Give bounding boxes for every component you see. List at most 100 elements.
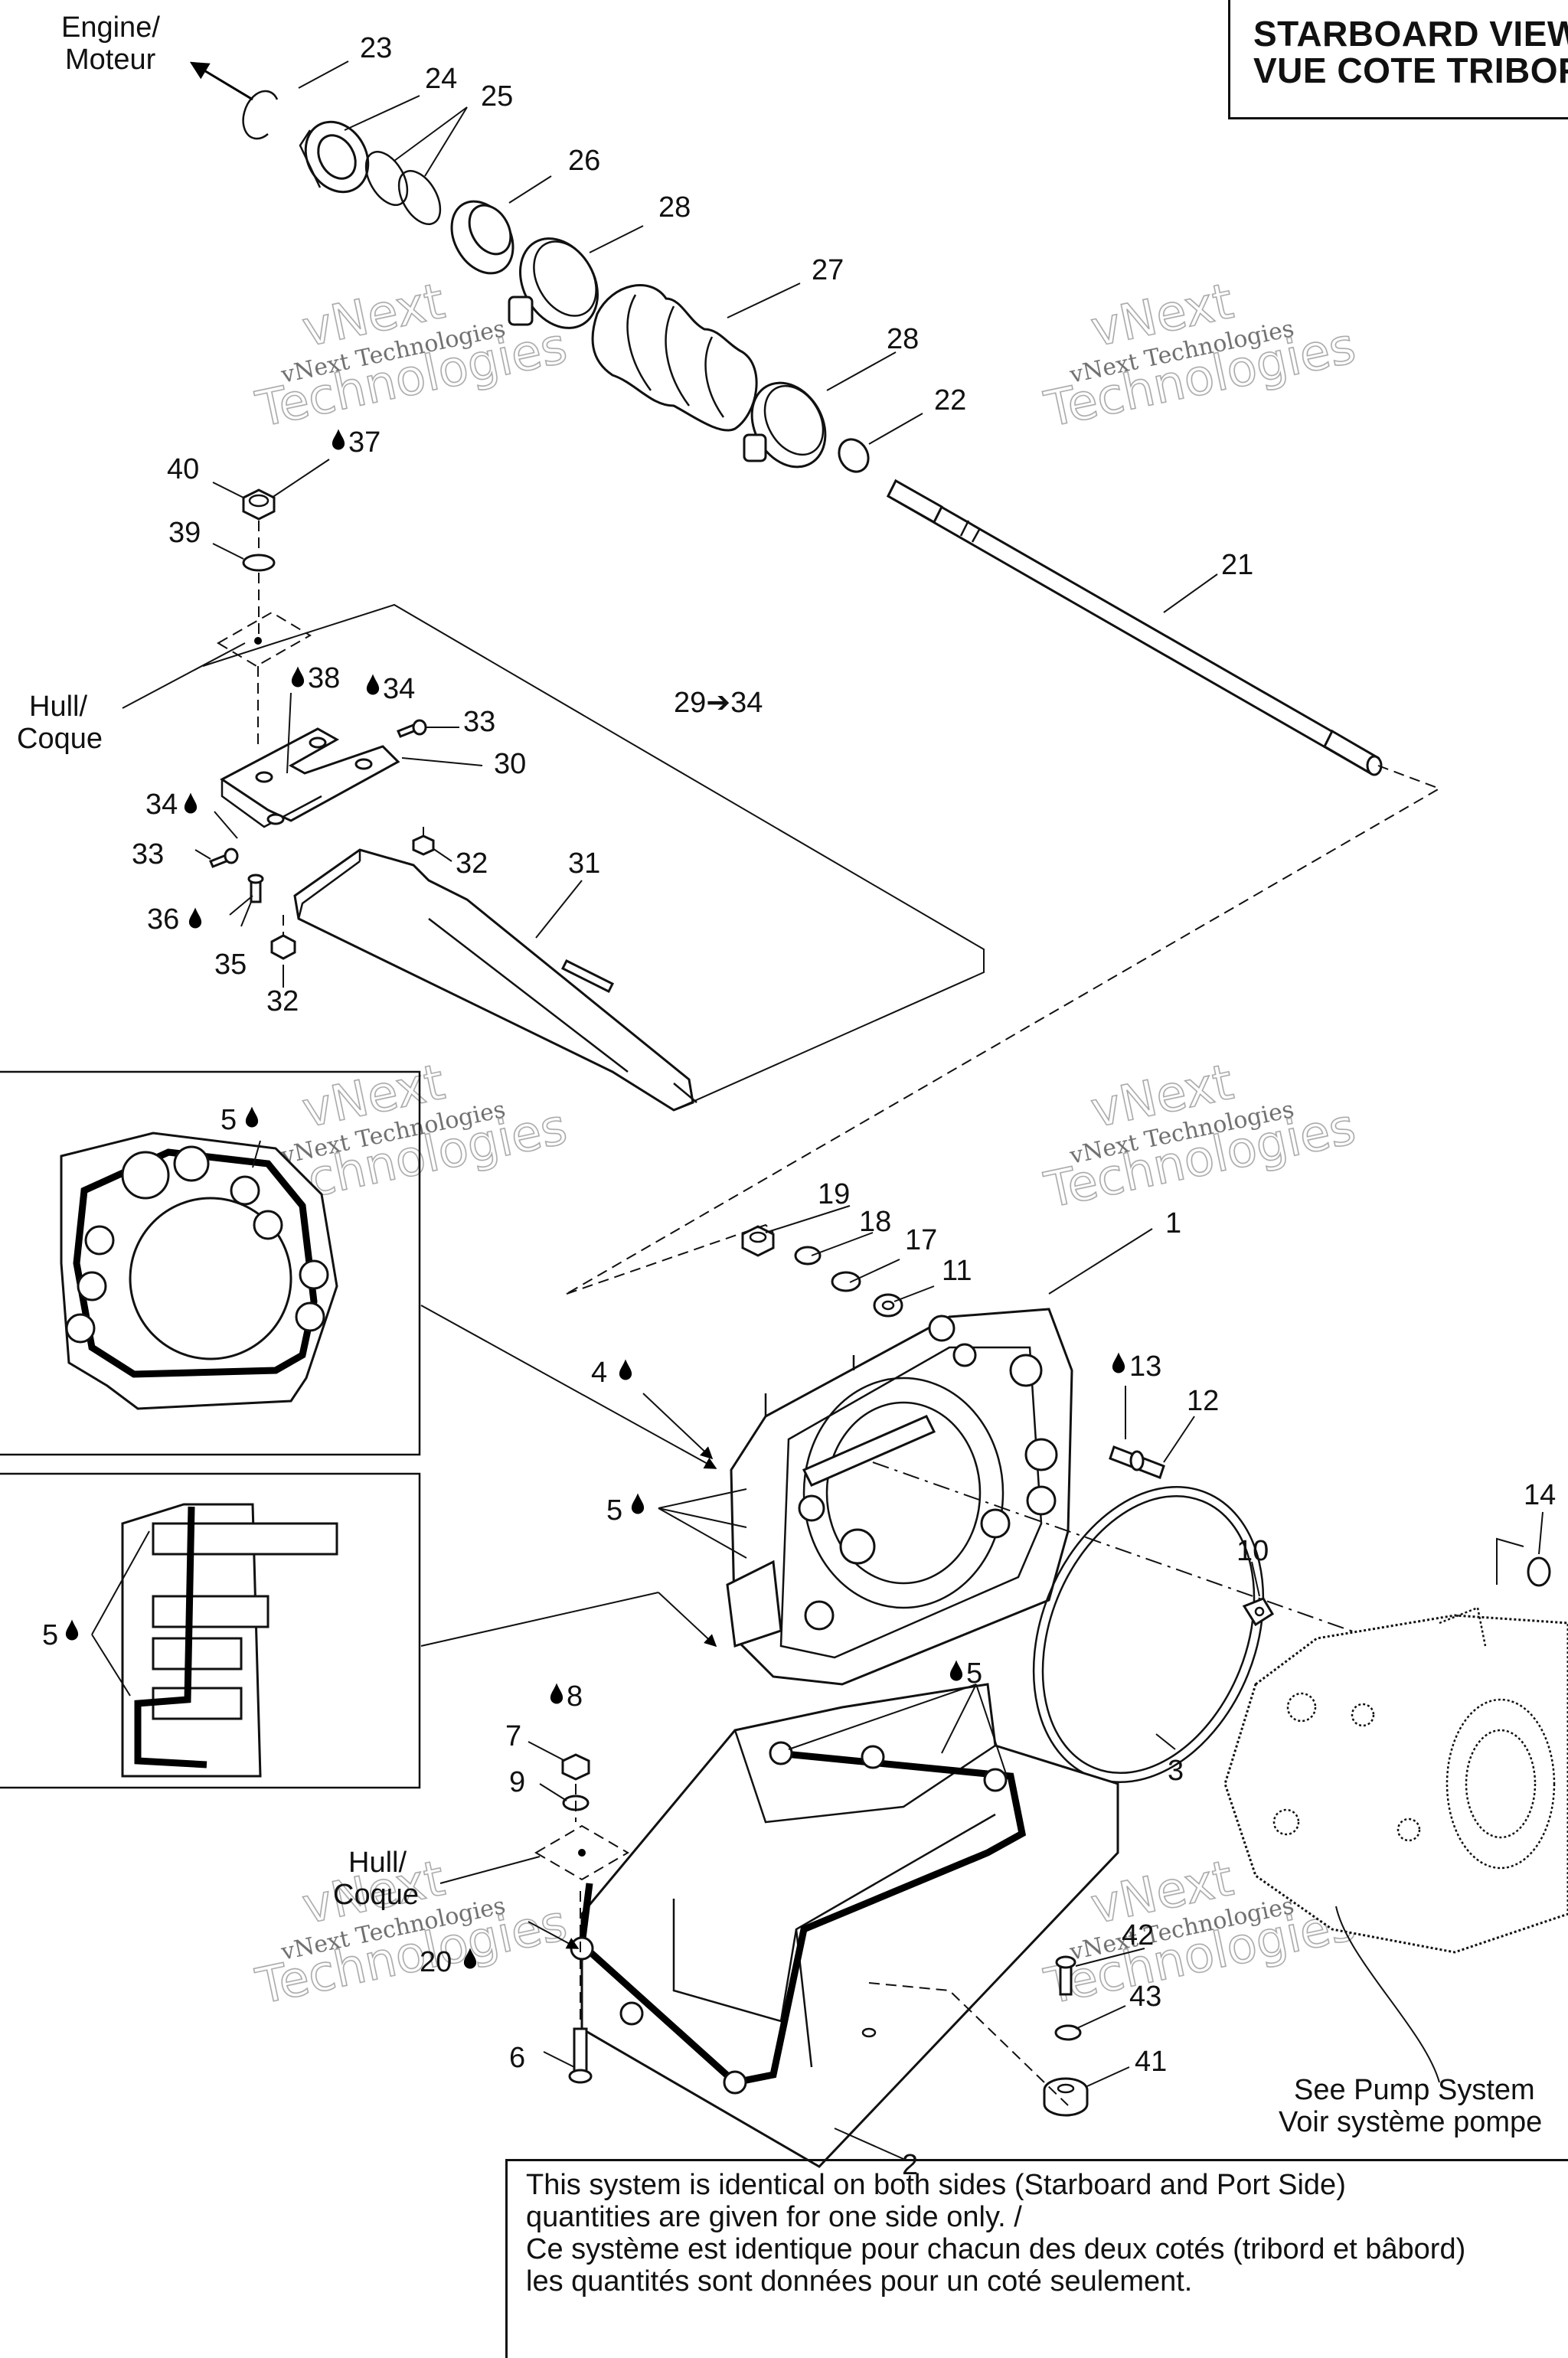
circlip-23	[242, 90, 279, 140]
kit-outline-29-34	[202, 603, 985, 1111]
callout-38: 38	[308, 662, 340, 694]
lubricant-drop-icon	[65, 1619, 79, 1641]
callout-29-34: 29➔34	[674, 687, 763, 719]
callout-43: 43	[1129, 1981, 1161, 2013]
lubricant-drop-icon	[550, 1683, 564, 1704]
lubricant-drop-icon	[332, 429, 345, 450]
view-title: STARBOARD VIEW	[1253, 14, 1568, 54]
callout-41: 41	[1135, 2046, 1167, 2078]
callout-6: 6	[509, 2042, 525, 2074]
callout-24: 24	[425, 63, 457, 95]
hull-label-upper-fr: Coque	[17, 723, 103, 755]
lubricant-drop-icon	[184, 792, 198, 814]
bracket-30	[220, 727, 400, 828]
callout-23: 23	[360, 32, 392, 64]
callout-36: 36	[147, 903, 179, 936]
callout-14: 14	[1524, 1479, 1556, 1511]
lubricant-drop-icon	[1112, 1352, 1125, 1373]
washer-43	[1054, 2024, 1082, 2041]
callout-17: 17	[905, 1224, 937, 1256]
callout-10: 10	[1236, 1535, 1269, 1567]
callout-25: 25	[481, 80, 513, 113]
callout-33b: 33	[132, 838, 164, 870]
nut-32b	[270, 934, 296, 960]
inset-mid-left	[0, 1472, 717, 1789]
callout-34b: 34	[145, 789, 178, 821]
callout-5d: 5	[966, 1657, 982, 1690]
callout-27: 27	[812, 254, 844, 286]
callout-12: 12	[1187, 1385, 1219, 1417]
lock-washer-11	[873, 1293, 903, 1318]
hose-clamp-28b	[743, 381, 827, 469]
callout-26: 26	[568, 145, 600, 177]
hull-label-lower-fr: Coque	[333, 1879, 419, 1911]
callout-5b: 5	[606, 1494, 622, 1527]
callout-35: 35	[214, 949, 247, 981]
rubber-boot-27	[591, 284, 758, 432]
intake-plate-2	[570, 1683, 1119, 2168]
callout-28a: 28	[658, 191, 691, 224]
callout-8: 8	[567, 1680, 583, 1713]
lubricant-drop-icon	[188, 907, 202, 929]
spacer-22	[838, 438, 870, 473]
callout-18: 18	[859, 1206, 891, 1238]
screw-33a	[397, 719, 427, 738]
callout-33a: 33	[463, 706, 495, 738]
callout-7: 7	[505, 1720, 521, 1752]
housing-stud-axis	[566, 1223, 774, 1295]
washer-17	[831, 1271, 861, 1292]
callout-9: 9	[509, 1766, 525, 1798]
callout-28b: 28	[887, 323, 919, 355]
callout-4: 4	[591, 1357, 607, 1389]
callout-40: 40	[167, 453, 199, 485]
lubricant-drop-icon	[949, 1660, 963, 1681]
callout-21: 21	[1221, 549, 1253, 581]
ride-plate-31	[293, 848, 697, 1112]
callout-11: 11	[942, 1255, 972, 1287]
washer-18	[794, 1246, 822, 1266]
note-line-2: quantities are given for one side only. …	[526, 2201, 1022, 2233]
stud-12	[1109, 1445, 1165, 1479]
engine-label: Engine/	[61, 11, 160, 44]
o-ring-25b	[397, 170, 442, 225]
inset-top-left	[0, 1070, 717, 1469]
callout-22: 22	[934, 384, 966, 416]
hull-patch-lower	[534, 1824, 629, 1881]
lubricant-drop-icon	[245, 1106, 259, 1128]
nut-40	[242, 488, 276, 521]
note-line-1: This system is identical on both sides (…	[526, 2169, 1346, 2201]
hull-label-upper: Hull/	[29, 691, 87, 723]
text-labels: Engine/ Moteur Hull/ Coque Hull/ Coque S…	[17, 11, 1556, 2181]
callout-3: 3	[1168, 1755, 1184, 1787]
callout-20: 20	[420, 1946, 452, 1978]
callout-30: 30	[494, 748, 526, 780]
clip-10	[1242, 1597, 1275, 1627]
washer-39	[242, 554, 276, 572]
view-title-fr: VUE COTE TRIBORD	[1253, 51, 1568, 90]
nut-7	[561, 1753, 590, 1781]
hull-label-lower: Hull/	[348, 1847, 407, 1879]
shaft-axis-line	[566, 765, 1442, 1295]
lubricant-drop-icon	[291, 666, 305, 687]
callout-19: 19	[818, 1178, 850, 1210]
screw-33b	[209, 848, 239, 868]
engine-label-fr: Moteur	[65, 44, 156, 76]
jet-housing-1	[726, 1308, 1073, 1686]
screw-6	[568, 2027, 593, 2084]
washer-14	[1527, 1556, 1551, 1587]
bearing-ring-24	[299, 120, 370, 194]
view-title-box: STARBOARD VIEW VUE COTE TRIBORD	[1228, 0, 1568, 119]
callout-39: 39	[168, 517, 201, 549]
drive-shaft-21	[887, 478, 1383, 776]
lubricant-drop-icon	[619, 1359, 632, 1380]
callout-31: 31	[568, 848, 600, 880]
callout-37: 37	[348, 426, 381, 459]
watermark-6: vNext Technologies vNext Technologies	[1039, 1850, 1361, 2017]
callout-34a: 34	[383, 673, 415, 705]
driveline-group	[189, 61, 1442, 1295]
nut-19	[741, 1225, 775, 1257]
pump-housing	[1223, 1606, 1568, 1954]
callout-5c: 5	[42, 1619, 58, 1651]
callout-5a: 5	[220, 1104, 237, 1136]
